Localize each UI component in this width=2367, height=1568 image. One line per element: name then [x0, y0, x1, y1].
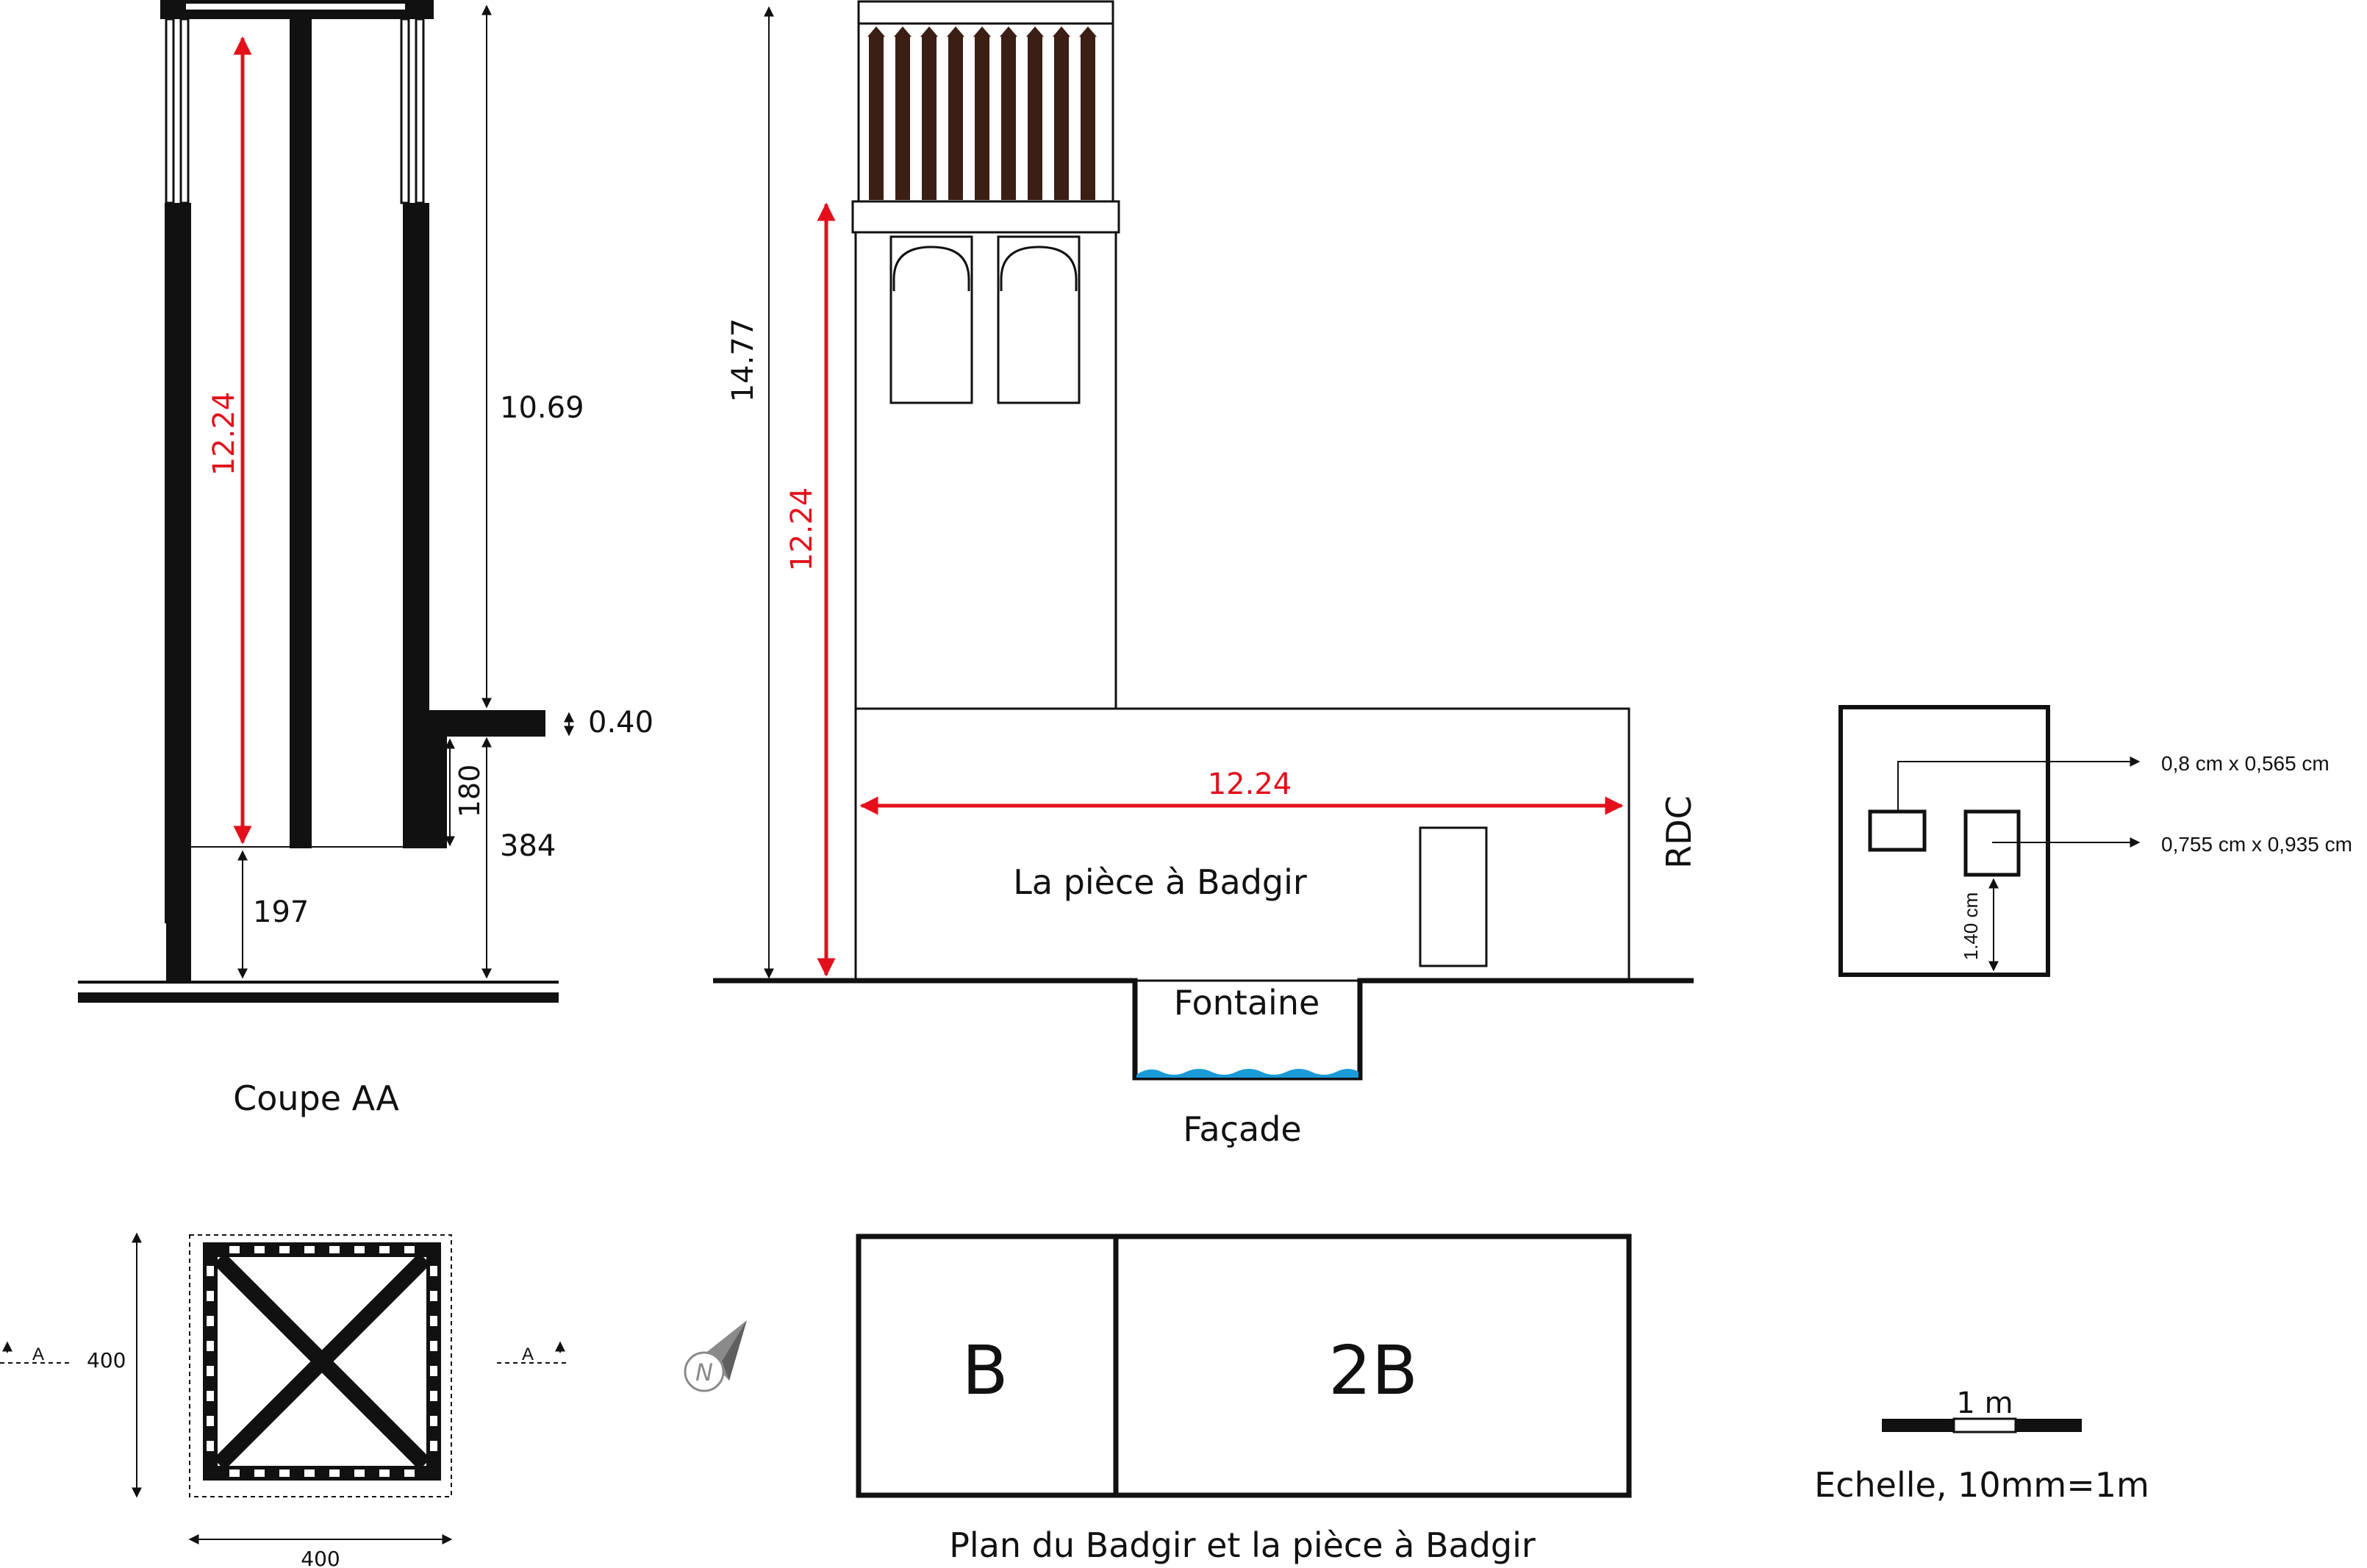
grille-gap [207, 1266, 214, 1276]
upper-height-label: 10.69 [500, 391, 584, 425]
louvre-slat [948, 37, 963, 200]
louvre-crown [1000, 26, 1017, 37]
opening-small [1868, 809, 1927, 852]
grille-gap [430, 1366, 437, 1376]
grille-gap [304, 1469, 315, 1477]
grille-gap [279, 1469, 290, 1477]
opening-1-dimension: 0,8 cm x 0,565 cm [2161, 752, 2330, 775]
base-height-label: 197 [253, 895, 309, 929]
grille-gap [404, 1469, 415, 1477]
section-aa: 12.24 10.69 384 180 197 0.40 Coupe AA [78, 0, 653, 1118]
grille-gap [430, 1441, 437, 1451]
room-plan: B 2B Plan du Badgir et la pièce à Badgir [856, 1234, 1632, 1565]
grille-gap [430, 1391, 437, 1401]
louvre-slat [975, 37, 989, 200]
grille-gap [304, 1246, 315, 1253]
section-aa-title: Coupe AA [233, 1078, 399, 1118]
louvre-crown [1053, 26, 1070, 37]
opening-2-dimension: 0,755 cm x 0,935 cm [2161, 833, 2352, 856]
grille-gap [379, 1469, 390, 1477]
tower-plan: 400 400 A A [0, 1232, 566, 1568]
fountain-water [1136, 1069, 1358, 1078]
louvre-slat [895, 37, 910, 200]
grille-gap [430, 1316, 437, 1326]
grille-gap [207, 1416, 214, 1426]
badgir-louvres [867, 26, 1097, 200]
louvre-slat [1081, 37, 1095, 200]
tower-arched-window [889, 235, 973, 404]
grille-gap [279, 1246, 290, 1253]
scale-bar: 1 m Echelle, 10mm=1m [1814, 1386, 2149, 1505]
facade-elevation: 14.77 12.24 12.24 La pièce à Badgir Font… [713, 0, 1699, 1149]
facade-horizontal-red-label: 12.24 [1208, 767, 1292, 801]
grille-gap [430, 1291, 437, 1301]
louvre-slat [1001, 37, 1016, 200]
fountain-label: Fontaine [1174, 983, 1320, 1023]
louvre-slat [922, 37, 937, 200]
section-mark-left: A [32, 1345, 44, 1364]
grille-gap [229, 1246, 240, 1253]
lower-height-label: 384 [500, 829, 556, 863]
grille-gap [379, 1246, 390, 1253]
louvre-crown [947, 26, 964, 37]
plan-cell-badgir: B [962, 1331, 1008, 1410]
louvre-slat [869, 37, 884, 200]
room-label: La pièce à Badgir [1013, 862, 1307, 902]
grille-gap [254, 1246, 265, 1253]
tower-arched-window [997, 235, 1081, 404]
sill-height-label: 1.40 cm [1960, 892, 1982, 961]
louvre-crown [920, 26, 938, 37]
grille-gap [430, 1266, 437, 1276]
grille-gap [404, 1246, 415, 1253]
room-door [1419, 826, 1488, 967]
louvre-crown [1026, 26, 1044, 37]
grille-gap [207, 1291, 214, 1301]
grille-gap [207, 1341, 214, 1351]
tower-plan-grilles [207, 1246, 437, 1477]
plan-height-label: 400 [87, 1348, 126, 1372]
shaft-height-label: 12.24 [207, 392, 241, 476]
grille-gap [254, 1469, 265, 1477]
north-arrow-icon: N [684, 1320, 747, 1392]
room-plan-title: Plan du Badgir et la pièce à Badgir [949, 1525, 1536, 1565]
louvre-slat [1028, 37, 1042, 200]
louvre-crown [1079, 26, 1097, 37]
facade-vertical-red-label: 12.24 [785, 487, 819, 572]
plan-width-label: 400 [301, 1547, 340, 1568]
grille-gap [329, 1469, 340, 1477]
north-letter: N [695, 1358, 713, 1386]
louvre-crown [867, 26, 885, 37]
scale-unit-label: 1 m [1956, 1386, 2013, 1420]
grille-gap [354, 1469, 365, 1477]
total-height-label: 14.77 [726, 318, 760, 403]
louvre-crown [894, 26, 912, 37]
grille-gap [354, 1246, 365, 1253]
grille-gap [430, 1341, 437, 1351]
section-mark-right: A [522, 1345, 534, 1364]
louvre-slat [1054, 37, 1069, 200]
scale-caption: Echelle, 10mm=1m [1814, 1465, 2149, 1505]
grille-gap [329, 1246, 340, 1253]
opening-detail: 0,8 cm x 0,565 cm 0,755 cm x 0,935 cm 1.… [1838, 705, 2352, 977]
grille-gap [207, 1366, 214, 1376]
grille-gap [430, 1416, 437, 1426]
grille-gap [207, 1391, 214, 1401]
grille-gap [229, 1469, 240, 1477]
facade-title: Façade [1183, 1109, 1301, 1149]
grille-gap [207, 1316, 214, 1326]
slab-thickness-label: 0.40 [588, 706, 653, 740]
level-label: RDC [1659, 795, 1699, 869]
grille-gap [207, 1441, 214, 1451]
plan-cell-room: 2B [1328, 1331, 1418, 1410]
slab-gap-label: 180 [454, 765, 486, 818]
louvre-crown [973, 26, 991, 37]
